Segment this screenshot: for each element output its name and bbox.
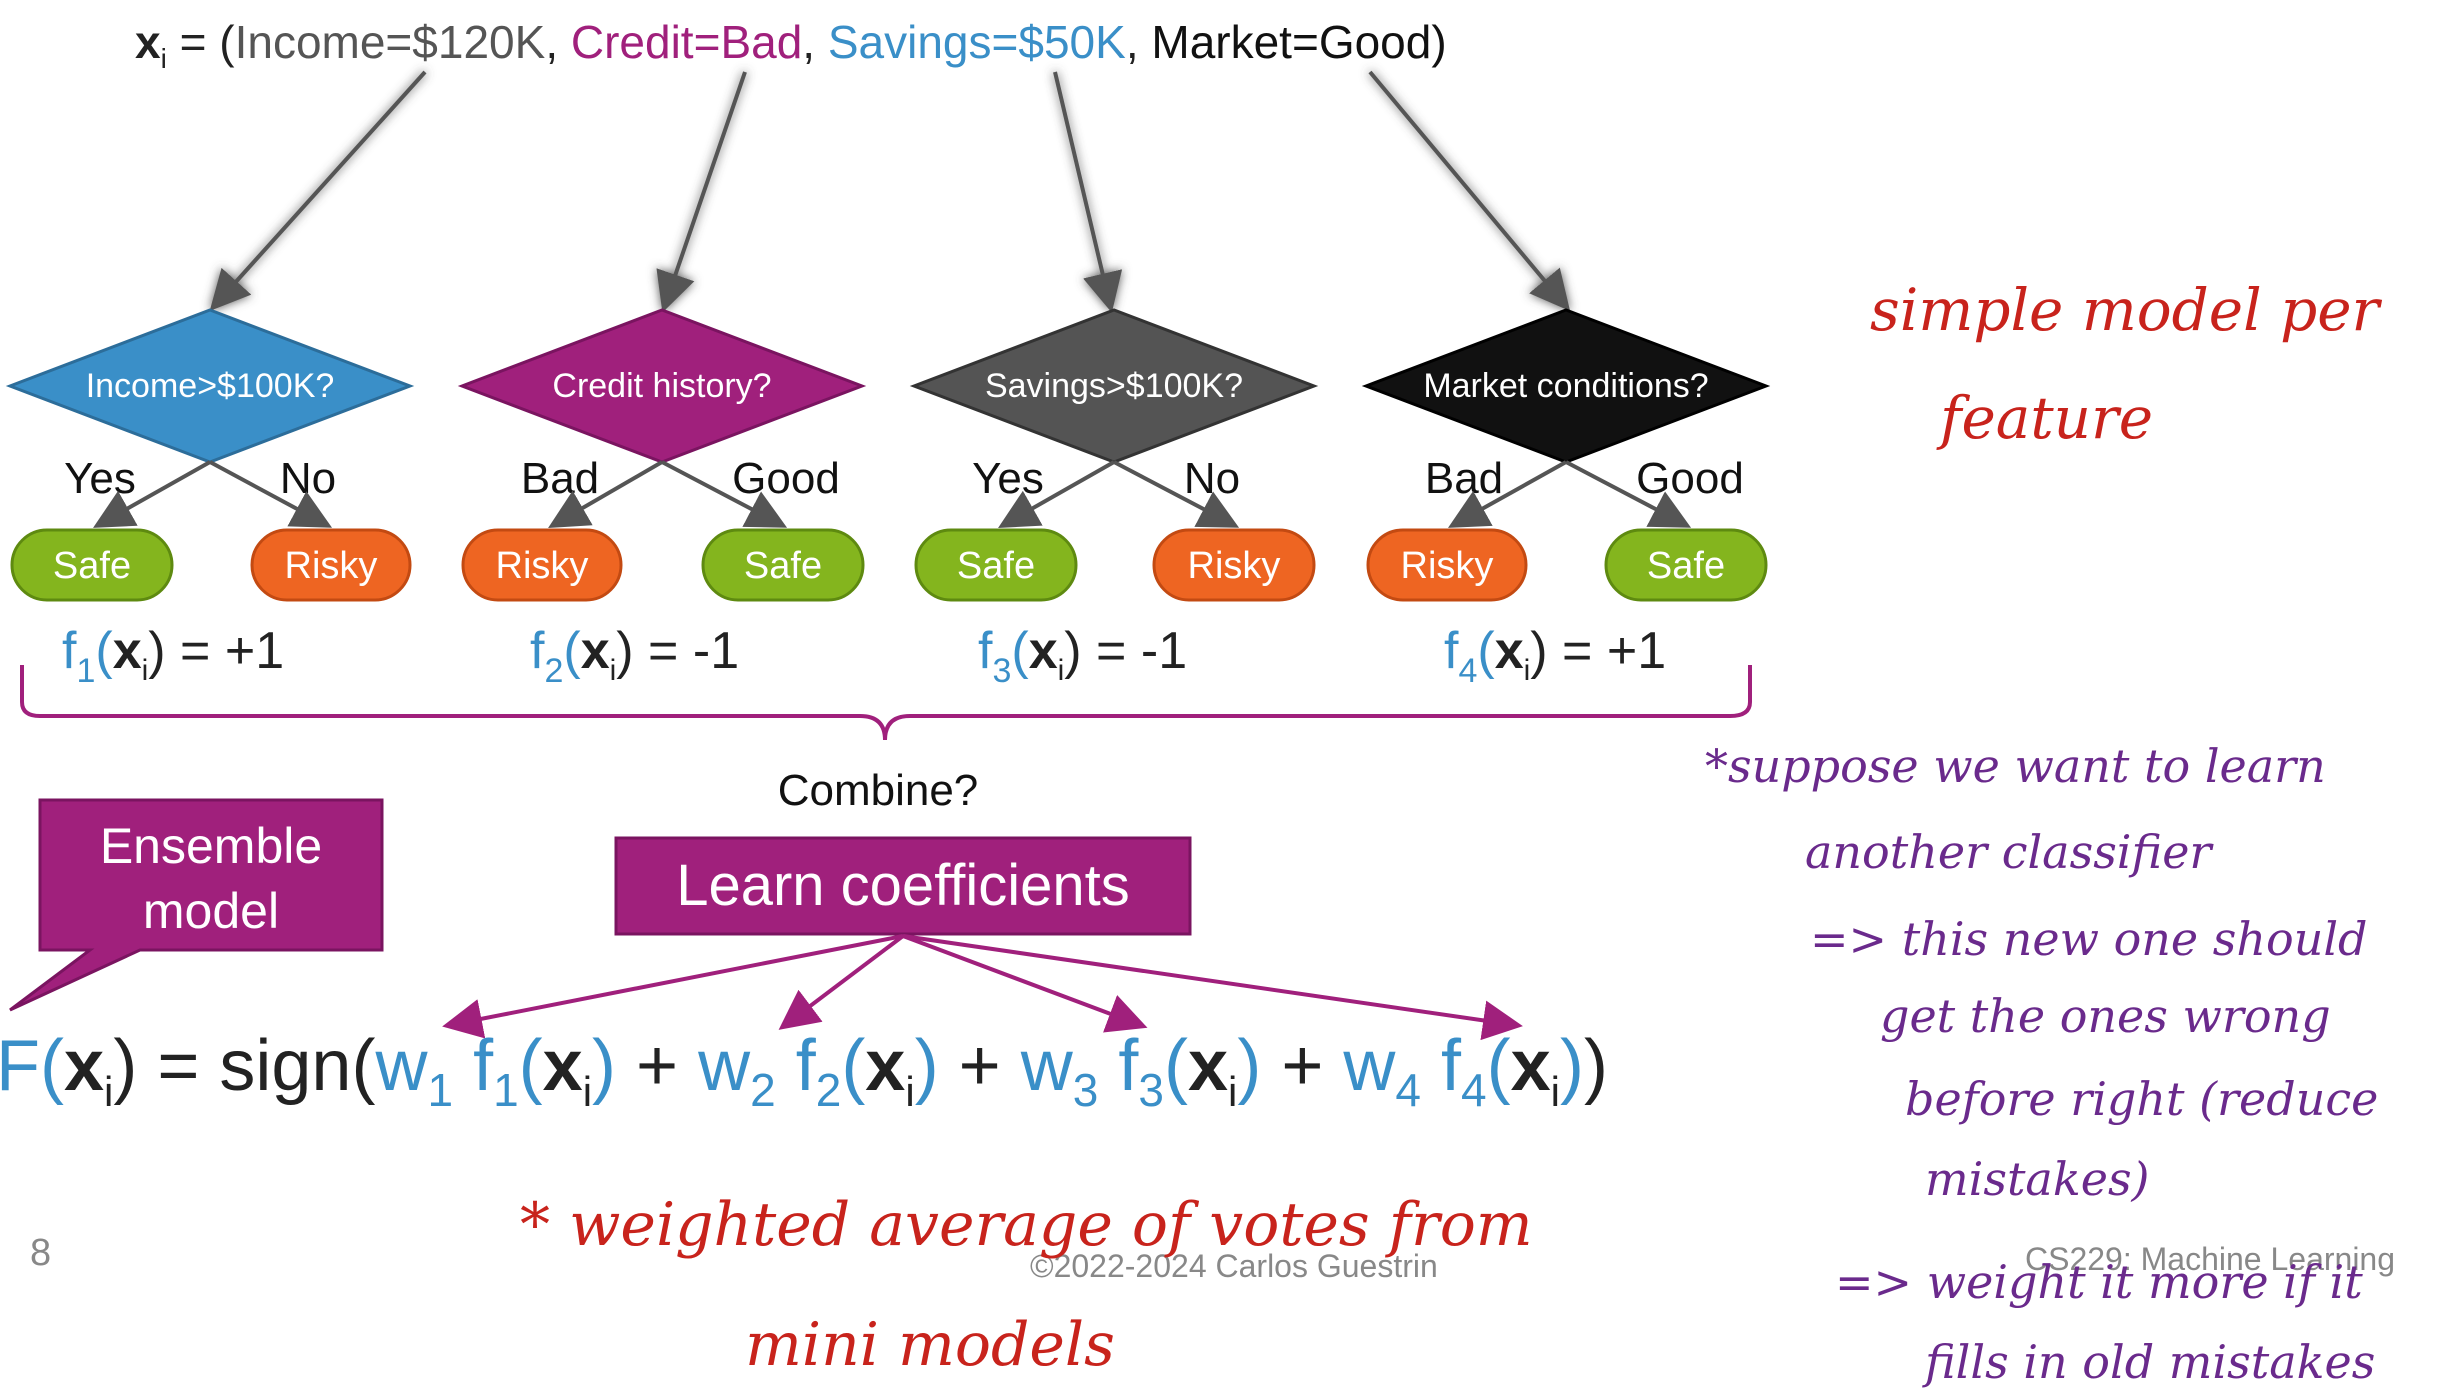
note-suppose-line1: *suppose we want to learn bbox=[1705, 739, 2326, 793]
question-income: Income>$100K? bbox=[86, 367, 335, 405]
tree-output-f2: f2(xi) = -1 bbox=[530, 622, 739, 690]
leaf-safe bbox=[1604, 528, 1768, 602]
branch-bad: Bad bbox=[521, 454, 599, 503]
decision-node-savings bbox=[909, 308, 1319, 464]
arrow-income bbox=[209, 70, 427, 311]
leaf-risky bbox=[1152, 528, 1316, 602]
tree-savings: Savings>$100K? Yes No Safe Risky f3(xi) … bbox=[909, 308, 1319, 690]
leaf-risky bbox=[250, 528, 412, 602]
note-suppose-line5: before right (reduce bbox=[1905, 1072, 2378, 1126]
leaf-safe-label: Safe bbox=[53, 545, 131, 587]
question-savings: Savings>$100K? bbox=[985, 367, 1243, 405]
leaf-risky-label: Risky bbox=[496, 545, 589, 587]
note-weighted-average-line2: mini models bbox=[745, 1310, 1115, 1380]
tree-income: Income>$100K? Yes No Safe Risky f1(xi) =… bbox=[5, 308, 415, 690]
tree-output-f1: f1(xi) = +1 bbox=[62, 622, 284, 690]
note-simple-model-line2: feature bbox=[1936, 384, 2153, 452]
leaf-safe-label: Safe bbox=[957, 545, 1035, 587]
combine-brace bbox=[20, 665, 1752, 741]
arrow-savings bbox=[1053, 71, 1123, 313]
note-suppose-line3: => this new one should bbox=[1810, 912, 2367, 966]
note-weighted-average-line1: * weighted average of votes from bbox=[520, 1190, 1533, 1260]
learn-coefficients-label: Learn coefficients bbox=[676, 853, 1130, 918]
learn-coefficients-box bbox=[614, 836, 1192, 936]
note-suppose-line6: mistakes) bbox=[1925, 1152, 2150, 1206]
arrow-market bbox=[1368, 70, 1571, 312]
leaf-safe-label: Safe bbox=[744, 545, 822, 587]
leaf-risky-label: Risky bbox=[1188, 545, 1281, 587]
branch-no: No bbox=[280, 454, 336, 503]
tree-output-f4: f4(xi) = +1 bbox=[1444, 622, 1666, 690]
note-suppose-line2: another classifier bbox=[1805, 825, 2214, 879]
branch-yes: Yes bbox=[64, 454, 136, 503]
question-credit: Credit history? bbox=[552, 367, 771, 405]
leaf-risky bbox=[1366, 528, 1528, 602]
decision-node-market bbox=[1361, 308, 1771, 464]
leaf-safe bbox=[701, 528, 865, 602]
leaf-risky-label: Risky bbox=[1401, 545, 1494, 587]
leaf-safe bbox=[914, 528, 1078, 602]
question-market: Market conditions? bbox=[1423, 367, 1708, 405]
page-number: 8 bbox=[30, 1232, 51, 1274]
copyright: ©2022-2024 Carlos Guestrin bbox=[1030, 1248, 1438, 1284]
example-input-line: xi = (Income=$120K, Credit=Bad, Savings=… bbox=[135, 16, 1447, 74]
branch-bad: Bad bbox=[1425, 454, 1503, 503]
decision-node-income bbox=[5, 308, 415, 464]
tree-market: Market conditions? Bad Good Risky Safe f… bbox=[1361, 308, 1771, 690]
note-simple-model-line1: simple model per bbox=[1870, 276, 2383, 344]
leaf-safe bbox=[10, 528, 174, 602]
ensemble-label-line2: model bbox=[143, 883, 279, 939]
arrow-credit bbox=[656, 71, 747, 313]
ensemble-callout bbox=[9, 798, 384, 1012]
note-suppose-line7: => weight it more if it bbox=[1835, 1255, 2363, 1309]
note-suppose-line8: fills in old mistakes bbox=[1922, 1335, 2375, 1389]
ensemble-label-line1: Ensemble bbox=[100, 818, 322, 874]
course-footer: CS229: Machine Learning bbox=[2025, 1241, 2395, 1277]
branch-yes: Yes bbox=[972, 454, 1044, 503]
decision-node-credit bbox=[457, 308, 867, 464]
branch-good: Good bbox=[732, 454, 840, 503]
combine-label: Combine? bbox=[778, 766, 979, 815]
leaf-risky bbox=[461, 528, 623, 602]
leaf-risky-label: Risky bbox=[285, 545, 378, 587]
branch-good: Good bbox=[1636, 454, 1744, 503]
tree-output-f3: f3(xi) = -1 bbox=[978, 622, 1187, 690]
note-suppose-line4: get the ones wrong bbox=[1880, 989, 2331, 1043]
branch-no: No bbox=[1184, 454, 1240, 503]
tree-credit: Credit history? Bad Good Risky Safe f2(x… bbox=[457, 308, 867, 690]
leaf-safe-label: Safe bbox=[1647, 545, 1725, 587]
ensemble-formula: F(xi) = sign(w1 f1(xi) + w2 f2(xi) + w3 … bbox=[0, 1026, 1608, 1116]
